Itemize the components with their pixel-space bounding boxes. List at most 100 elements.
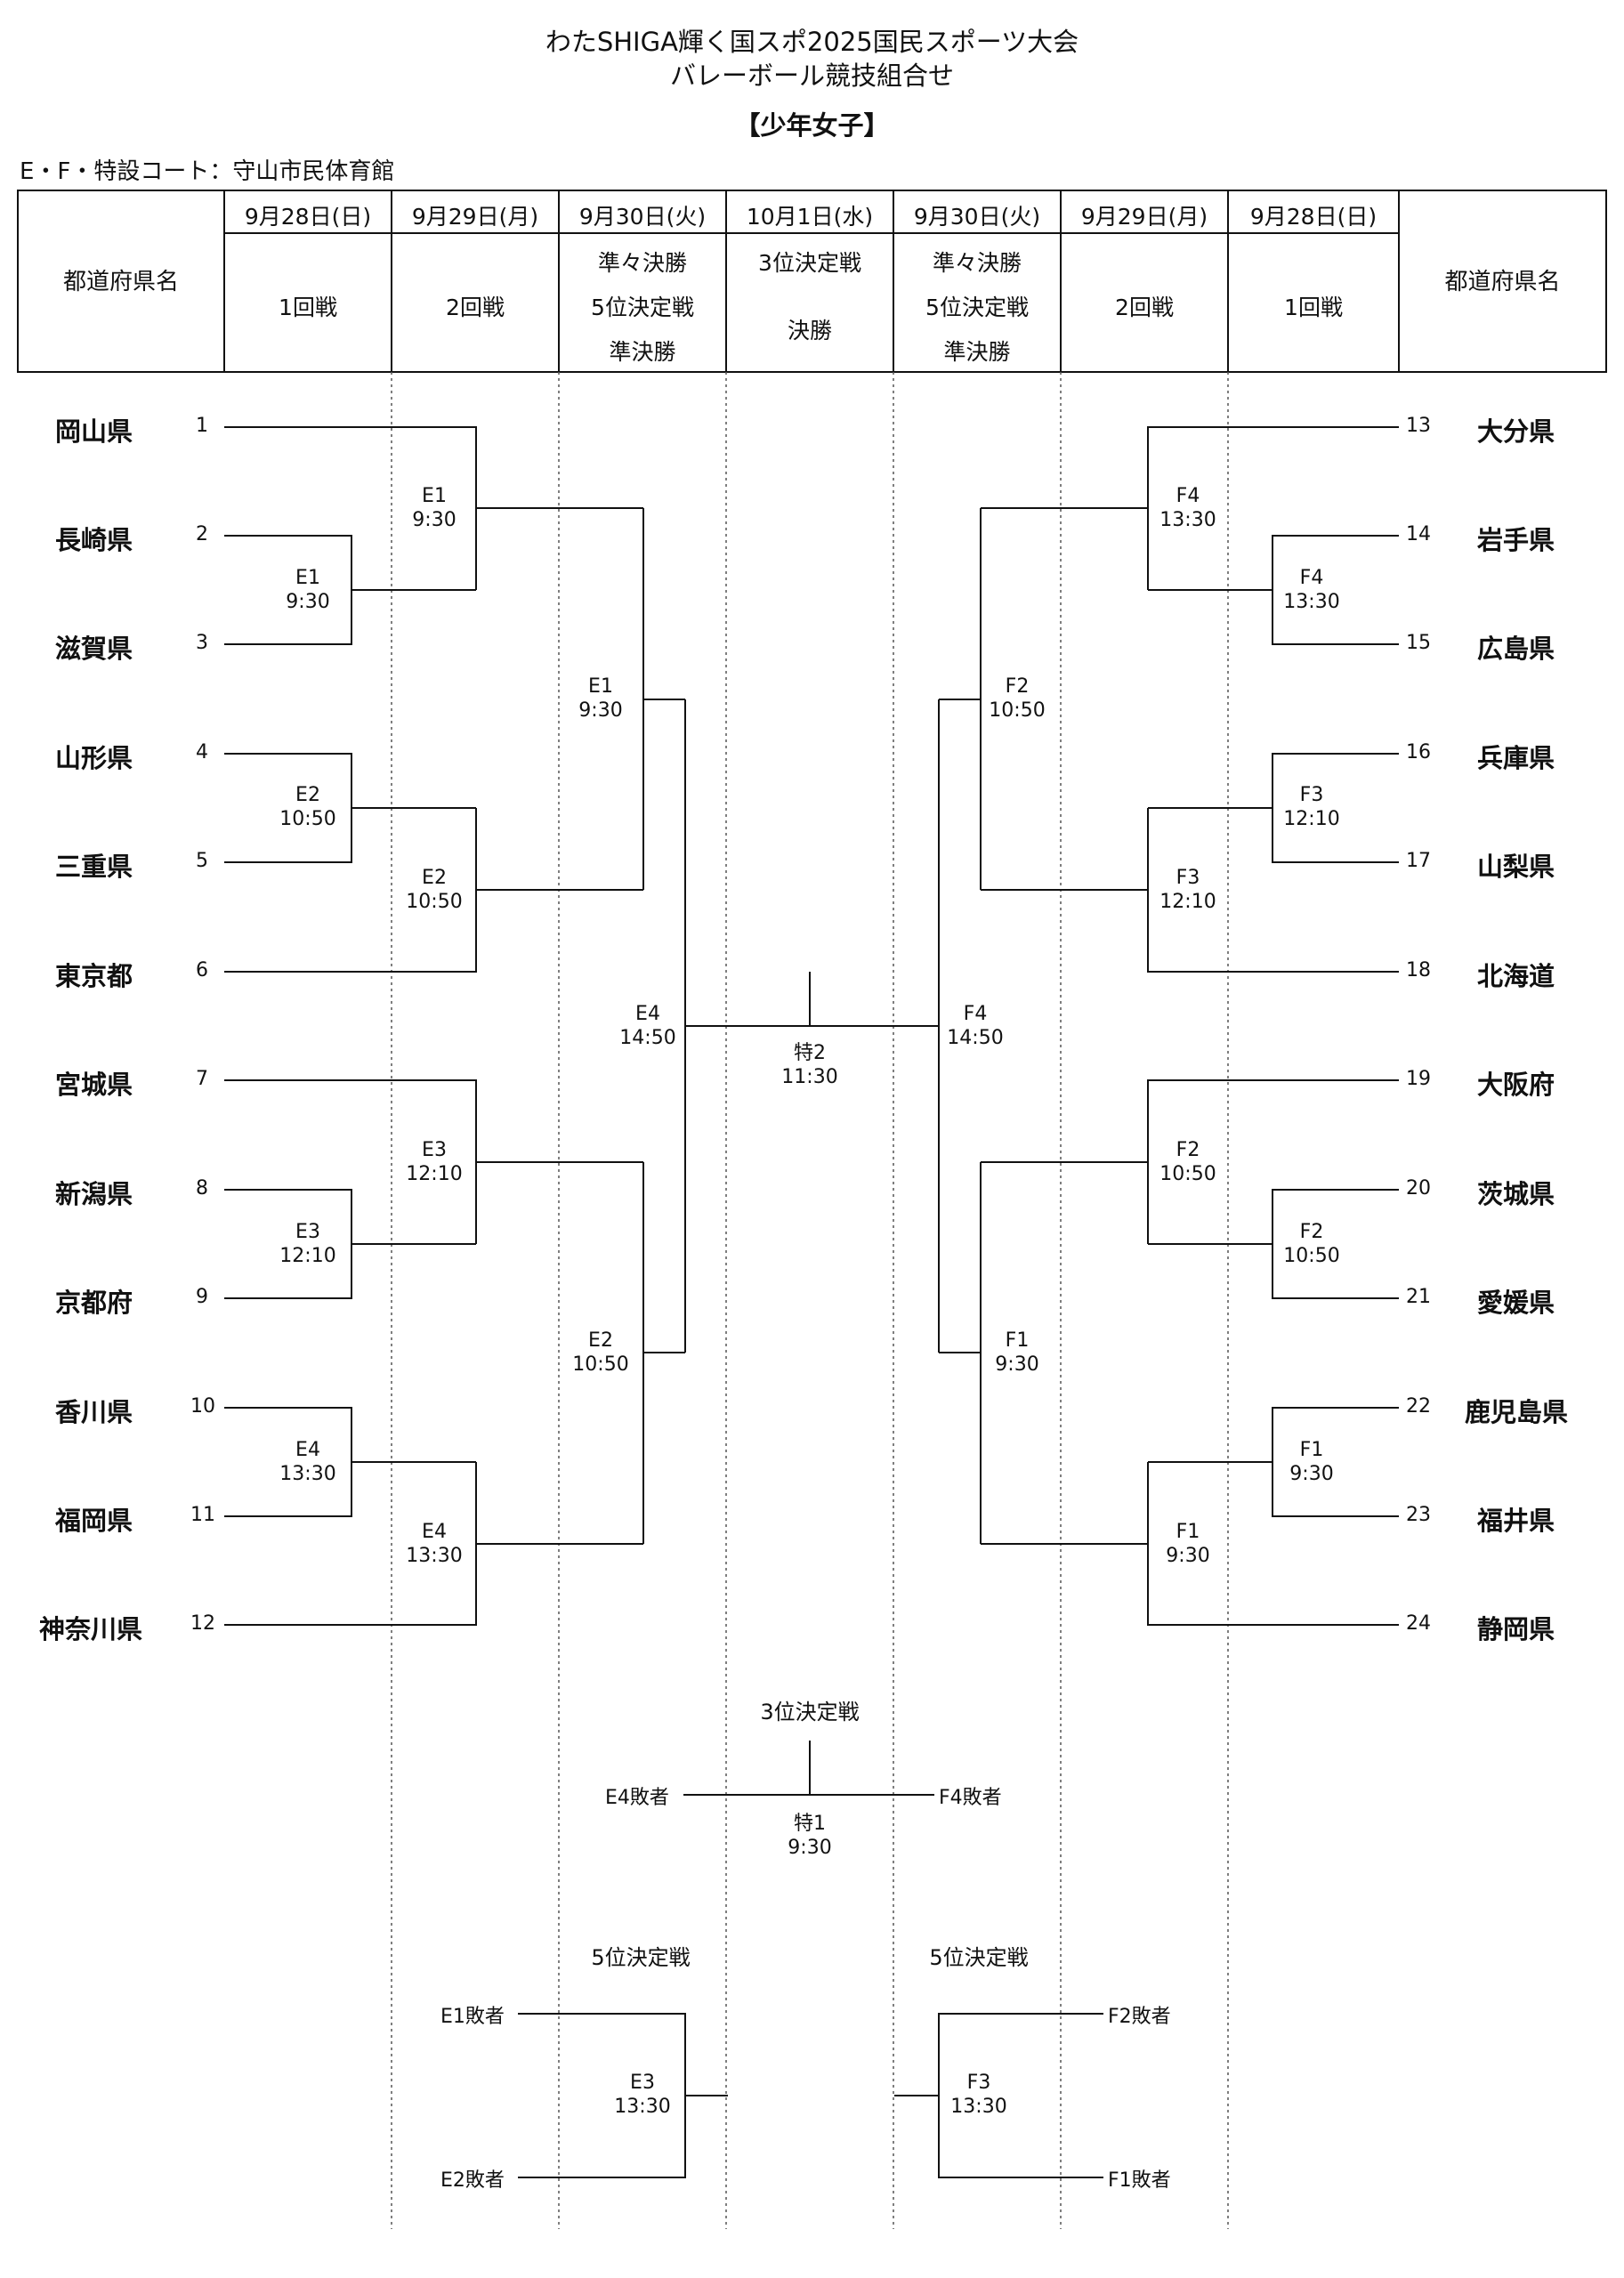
header-date: 9月29日(月)	[411, 204, 539, 230]
team-seed-right: 20	[1406, 1177, 1431, 1200]
match-court: E2	[422, 867, 447, 889]
team-name-right: 鹿児島県	[1465, 1397, 1569, 1427]
header-round: 決勝	[787, 318, 832, 343]
team-name-right: 岩手県	[1477, 525, 1555, 555]
header-round: 1回戦	[1284, 295, 1343, 320]
header-round: 準決勝	[609, 339, 676, 365]
team-seed-left: 6	[196, 959, 208, 981]
match-time: 10:50	[406, 891, 463, 913]
match-court: E4	[635, 1003, 660, 1025]
match-time: 13:30	[406, 1545, 463, 1567]
match-time: 10:50	[1283, 1245, 1340, 1267]
team-seed-left: 5	[196, 850, 208, 872]
header-round: 準々決勝	[932, 250, 1022, 276]
team-seed-right: 24	[1406, 1612, 1431, 1635]
match-court: F3	[1176, 867, 1200, 889]
team-seed-left: 10	[190, 1395, 215, 1418]
match-time: 14:50	[947, 1027, 1004, 1049]
header-date: 9月28日(日)	[1249, 204, 1378, 230]
fifth-left-top: E1敗者	[440, 2006, 505, 2028]
fifth-place-title-left: 5位決定戦	[591, 1945, 691, 1970]
match-court: F4	[963, 1003, 988, 1025]
team-name-left: 三重県	[55, 852, 133, 882]
category-label: 【少年女子】	[734, 110, 890, 141]
match-court: E1	[295, 567, 320, 589]
team-name-left: 岡山県	[55, 416, 133, 447]
match-court: F4	[1299, 567, 1324, 589]
match-time: 10:50	[572, 1353, 629, 1376]
team-name-right: 大分県	[1477, 416, 1555, 447]
team-name-right: 愛媛県	[1477, 1288, 1555, 1318]
match-time: 9:30	[995, 1353, 1039, 1376]
match-time: 13:30	[950, 2096, 1007, 2118]
team-seed-right: 22	[1406, 1395, 1431, 1418]
header-round: 1回戦	[279, 295, 337, 320]
match-court: E3	[630, 2072, 655, 2094]
third-place-title: 3位決定戦	[760, 1700, 860, 1725]
match-time: 12:10	[1283, 808, 1340, 830]
match-court: F3	[966, 2072, 991, 2094]
team-seed-right: 19	[1406, 1068, 1431, 1090]
match-court: 特2	[794, 1042, 826, 1064]
header-round: 5位決定戦	[925, 295, 1029, 320]
title-line1: わたSHIGA輝く国スポ2025国民スポーツ大会	[545, 27, 1079, 57]
header-round: 準々決勝	[597, 250, 687, 276]
match-time: 9:30	[412, 509, 456, 531]
match-court: F3	[1299, 784, 1324, 806]
team-name-right: 大阪府	[1477, 1070, 1555, 1100]
team-name-left: 東京都	[55, 961, 133, 991]
title-line2: バレーボール競技組合せ	[669, 61, 954, 91]
fifth-right-bottom: F1敗者	[1108, 2169, 1171, 2192]
team-seed-right: 14	[1406, 523, 1431, 545]
team-name-left: 福岡県	[55, 1506, 133, 1536]
match-time: 11:30	[781, 1066, 838, 1088]
header-round: 3位決定戦	[758, 250, 861, 276]
match-time: 12:10	[406, 1163, 463, 1185]
team-name-right: 広島県	[1477, 634, 1555, 664]
team-name-left: 山形県	[55, 743, 133, 773]
team-name-left: 新潟県	[55, 1179, 133, 1209]
match-court: E1	[422, 485, 447, 507]
match-time: 13:30	[1159, 509, 1216, 531]
match-time: 9:30	[788, 1837, 832, 1859]
fifth-left-bottom: E2敗者	[440, 2169, 505, 2192]
team-seed-right: 17	[1406, 850, 1431, 872]
match-court: F4	[1176, 485, 1200, 507]
team-seed-left: 12	[190, 1612, 215, 1635]
match-time: 10:50	[1159, 1163, 1216, 1185]
header-date: 9月28日(日)	[244, 204, 372, 230]
header-pref-left: 都道府県名	[62, 269, 179, 295]
third-place-left: E4敗者	[605, 1787, 669, 1809]
match-court: E2	[588, 1329, 613, 1352]
header-date: 9月29日(月)	[1080, 204, 1208, 230]
team-seed-left: 4	[196, 741, 208, 763]
match-court: E4	[295, 1439, 320, 1461]
match-court: E4	[422, 1521, 447, 1543]
header-round: 準決勝	[943, 339, 1011, 365]
team-seed-right: 13	[1406, 415, 1431, 437]
match-time: 9:30	[286, 591, 330, 613]
team-seed-left: 7	[196, 1068, 208, 1090]
team-seed-right: 21	[1406, 1286, 1431, 1308]
match-time: 13:30	[1283, 591, 1340, 613]
team-name-left: 滋賀県	[55, 634, 133, 664]
team-name-left: 香川県	[55, 1397, 133, 1427]
venue-label: E・F・特設コート：守山市民体育館	[20, 158, 395, 185]
